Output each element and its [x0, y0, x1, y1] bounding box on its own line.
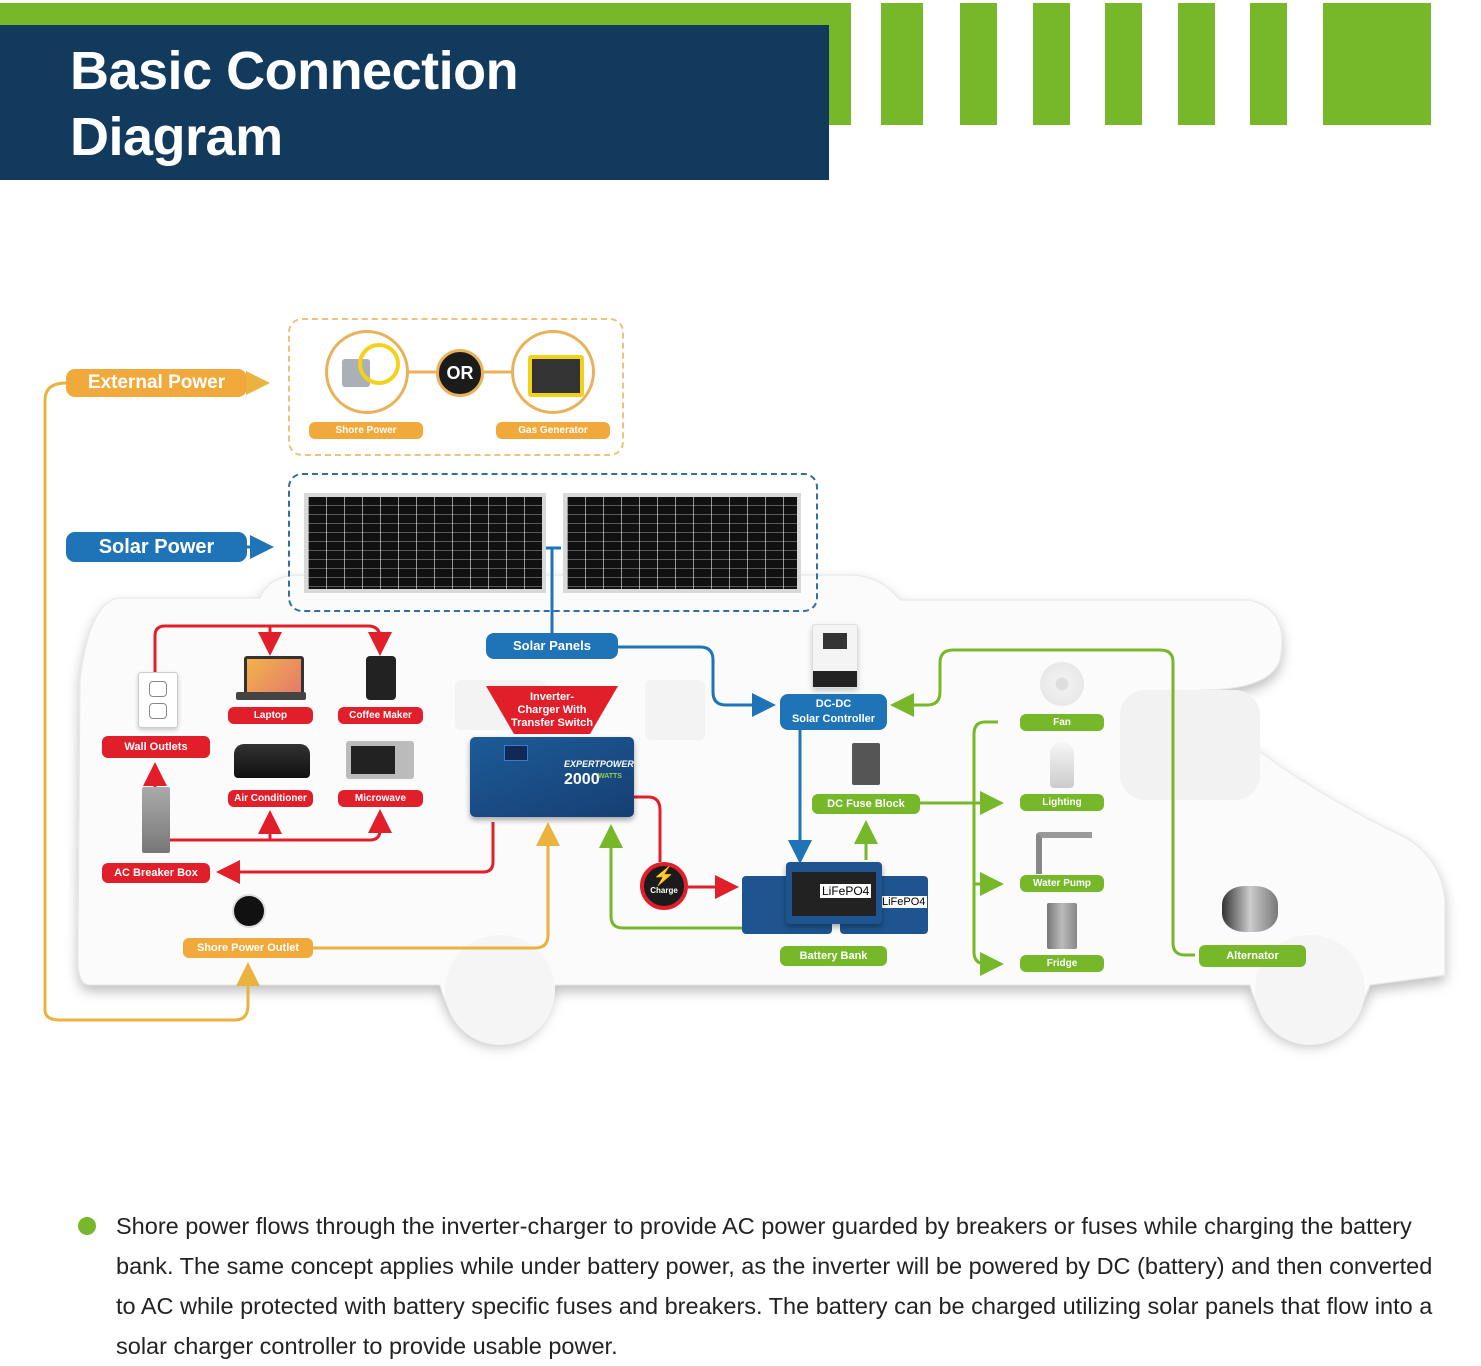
shore-power-outlet-label: Shore Power Outlet [183, 938, 313, 958]
dc-dc-solar-controller-label: DC-DC Solar Controller [780, 694, 887, 730]
faucet-image [1036, 832, 1092, 874]
header-stripe [1178, 3, 1215, 125]
shore-outlet-plug-icon [232, 894, 266, 928]
charge-label: Charge [650, 886, 678, 895]
air-conditioner-label: Air Conditioner [228, 790, 313, 807]
header-stripe [1323, 3, 1431, 125]
dc-fuse-block-label: DC Fuse Block [812, 794, 920, 814]
breaker-box-image [142, 787, 170, 853]
gas-generator-label: Gas Generator [496, 422, 610, 439]
lightning-icon: ⚡ [652, 866, 676, 886]
ac-breaker-box-label: AC Breaker Box [102, 863, 210, 883]
inverter-brand: EXPERTPOWER [564, 759, 634, 769]
solar-power-group [288, 473, 818, 612]
alternator-image [1222, 886, 1278, 932]
title-line-1: Basic Connection [70, 41, 519, 101]
charge-badge: ⚡ Charge [640, 862, 688, 910]
coffee-maker-image [366, 656, 396, 700]
wall-outlets-label: Wall Outlets [102, 736, 210, 758]
laptop-label: Laptop [228, 707, 313, 724]
shore-power-image [325, 330, 409, 414]
title-line-2: Diagram [70, 107, 283, 167]
title-banner [0, 25, 829, 180]
external-power-group [288, 318, 624, 456]
microwave-label: Microwave [338, 790, 423, 807]
or-badge: OR [436, 349, 484, 397]
fuse-block-image [852, 743, 880, 785]
light-bulb-image [1050, 742, 1074, 788]
header-stripe [1033, 3, 1070, 125]
external-power-label: External Power [66, 369, 247, 397]
rv-silhouette [77, 574, 1446, 1041]
header-stripe [1105, 3, 1142, 125]
fridge-label: Fridge [1020, 955, 1104, 972]
shore-power-label: Shore Power [309, 422, 423, 439]
fan-image [1040, 662, 1084, 706]
battery-image-center: LiFePO4 [786, 862, 882, 924]
header-stripe [1250, 3, 1287, 125]
laptop-base [236, 692, 306, 700]
fan-label: Fan [1020, 714, 1104, 731]
header-stripe [960, 3, 997, 125]
solar-panels-label: Solar Panels [486, 633, 618, 659]
rear-wheel [445, 935, 555, 1045]
solar-power-label: Solar Power [66, 532, 247, 562]
coffee-maker-label: Coffee Maker [338, 707, 423, 724]
solar-panel-2 [563, 493, 801, 593]
inverter-watts-unit: WATTS [598, 773, 622, 780]
alternator-label: Alternator [1199, 945, 1306, 967]
bullet-icon [78, 1217, 96, 1235]
cab-window [1120, 690, 1260, 800]
battery-right-text: LiFePO4 [880, 896, 928, 908]
air-conditioner-image [234, 744, 310, 778]
lighting-label: Lighting [1020, 794, 1104, 811]
battery-center-text: LiFePO4 [820, 884, 872, 898]
dc-controller-line2: Solar Controller [791, 713, 876, 725]
gas-generator-image [511, 330, 595, 414]
dc-controller-line1: DC-DC [815, 698, 852, 710]
solar-panel-1 [304, 493, 546, 593]
inverter-charger-image: EXPERTPOWER 2000 WATTS [470, 737, 634, 817]
wall-outlet-image [138, 672, 178, 728]
description-paragraph: Shore power flows through the inverter-c… [116, 1213, 1433, 1359]
inverter-label-shape [486, 686, 618, 734]
solar-controller-image [812, 624, 858, 688]
laptop-image [244, 656, 304, 696]
battery-bank-label: Battery Bank [780, 946, 887, 966]
inverter-label: Inverter-Charger With Transfer Switch [511, 691, 593, 729]
microwave-image [346, 741, 414, 779]
water-pump-label: Water Pump [1020, 875, 1104, 892]
inverter-watts: 2000 [564, 771, 600, 788]
header-stripe [881, 3, 923, 125]
page-title: Basic Connection Diagram [70, 38, 519, 170]
fridge-image [1047, 903, 1077, 949]
